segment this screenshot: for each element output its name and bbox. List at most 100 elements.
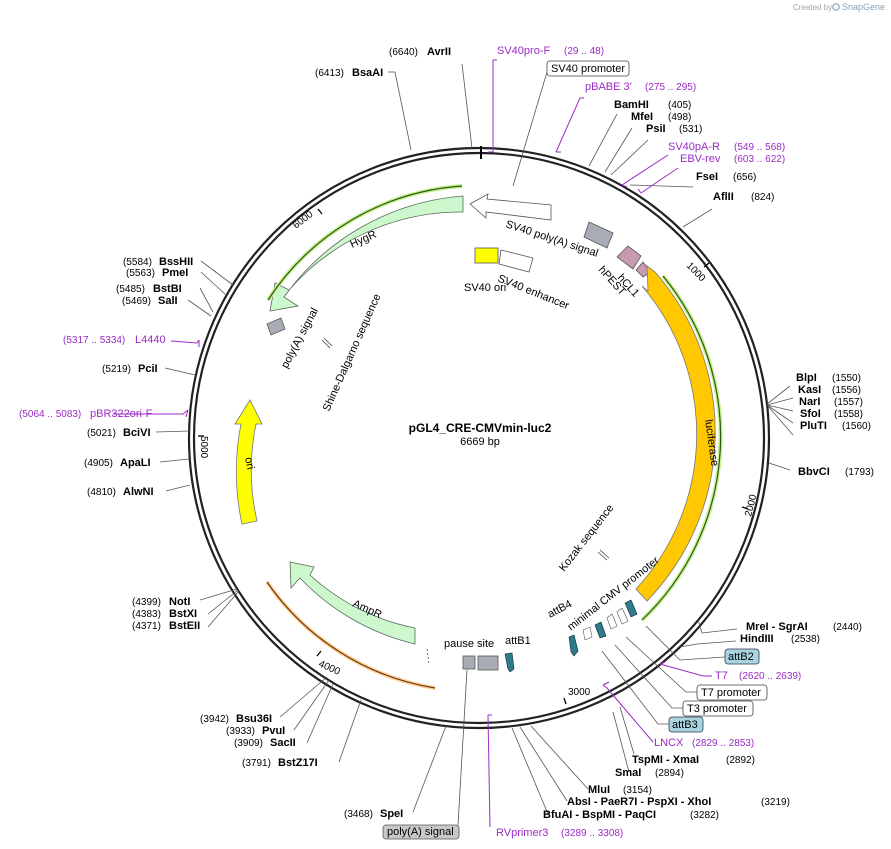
- site-name-pluti: PluTI: [800, 420, 827, 432]
- site-pos-bsu36i: (3942): [200, 714, 229, 725]
- backbone-inner: [192, 151, 766, 725]
- small-feature-1[interactable]: [582, 626, 593, 641]
- polya-box-left[interactable]: [266, 317, 286, 336]
- site-name-pvui: PvuI: [262, 725, 285, 737]
- t3-promoter-box[interactable]: [682, 700, 754, 717]
- snapgene-brand: SnapGene: [842, 2, 885, 12]
- tick-marks: [198, 208, 749, 705]
- polya-signal-box[interactable]: [382, 824, 460, 840]
- site-name-spei: SpeI: [380, 808, 403, 820]
- kozak-mark-1: [597, 551, 608, 561]
- hygr-arrow[interactable]: [269, 195, 464, 312]
- site-pos-sgrai: (2440): [833, 622, 862, 633]
- site-name-bsu36i: Bsu36I: [236, 713, 272, 725]
- t3-promoter-leader: [614, 644, 683, 709]
- site-pos-alwni: (4810): [87, 487, 116, 498]
- attb4-label: attB4: [546, 598, 574, 621]
- sv40-promoter-box[interactable]: [546, 60, 630, 77]
- sv40-enhancer-label: SV40 enhancer: [496, 273, 571, 313]
- sv40-ori-box[interactable]: [474, 247, 499, 264]
- site-pos-xhoi: (3219): [761, 797, 790, 808]
- site-pos-bsteii: (4371): [132, 621, 161, 632]
- pause-site-box[interactable]: [462, 655, 476, 670]
- site-name-blpi: BlpI: [796, 372, 817, 384]
- primer-range-ebv-rev: (603 .. 622): [734, 154, 785, 165]
- site-pos-smai: (2894): [655, 768, 684, 779]
- ori-arrow[interactable]: [234, 399, 263, 525]
- t7-promoter-box[interactable]: [696, 684, 768, 701]
- hcl1-arrow[interactable]: [616, 245, 642, 270]
- site-name-sacii: SacII: [270, 737, 296, 749]
- site-name-hindiii: HindIII: [740, 633, 774, 645]
- small-feature-2[interactable]: [594, 621, 607, 639]
- site-leader-lines: [155, 63, 794, 815]
- site-name-bstz17i: BstZ17I: [278, 757, 318, 769]
- ori-label: ori: [242, 456, 256, 470]
- sd-mark-2: [323, 337, 333, 347]
- sv40-enhancer-box[interactable]: [498, 249, 534, 273]
- primer-range-pbabe3: (275 .. 295): [645, 82, 696, 93]
- site-pos-pvui: (3933): [226, 726, 255, 737]
- sv40-polya-arrow[interactable]: [469, 193, 552, 221]
- attb1-arrow[interactable]: [504, 652, 515, 673]
- attb2-leader: [645, 625, 726, 661]
- tick-label-6000: 6000: [291, 209, 316, 232]
- primer-name-pbabe3: pBABE 3': [585, 81, 632, 93]
- luciferase-orf-line: [641, 275, 722, 621]
- site-name-noti: NotI: [169, 596, 190, 608]
- sd-mark-1: [321, 339, 331, 349]
- site-pos-kasi: (1556): [832, 385, 861, 396]
- site-name-alwni: AlwNI: [123, 486, 154, 498]
- site-name-apali: ApaLI: [120, 457, 151, 469]
- site-pos-nari: (1557): [834, 397, 863, 408]
- site-pos-apali: (4905): [84, 458, 113, 469]
- polya-signal-label: poly(A) signal: [279, 306, 321, 370]
- primer-range-lncx: (2829 .. 2853): [692, 738, 754, 749]
- attb2-box[interactable]: [724, 648, 760, 665]
- site-pos-aflii: (824): [751, 192, 774, 203]
- primer-name-sv40pro-f: SV40pro-F: [497, 45, 550, 57]
- site-pos-sfoi: (1558): [834, 409, 863, 420]
- attb3-box[interactable]: [668, 716, 704, 733]
- primer-range-pbr322ori-f: (5064 .. 5083): [19, 409, 81, 420]
- primer-range-rvprimer3: (3289 .. 3308): [561, 828, 623, 839]
- site-name-bsteii: BstEII: [169, 620, 200, 632]
- terminator-box-bottom[interactable]: [477, 655, 499, 671]
- kozak-label: Kozak sequence: [557, 502, 617, 573]
- primer-name-l4440: L4440: [135, 334, 166, 346]
- small-feature-4[interactable]: [616, 607, 629, 625]
- site-pos-bsshii: (5584): [123, 257, 152, 268]
- sv40-promoter-label: SV40 promoter: [551, 63, 625, 75]
- site-name-pcii: PciI: [138, 363, 158, 375]
- ampr-promoter-mark: [426, 648, 430, 665]
- ampr-orf-line: [266, 581, 436, 689]
- luciferase-arrow[interactable]: [635, 265, 716, 602]
- small-feature-3[interactable]: [606, 613, 618, 630]
- kozak-mark-2: [599, 549, 610, 559]
- site-name-mfei: MfeI: [631, 111, 653, 123]
- site-name-smai: SmaI: [615, 767, 641, 779]
- tick-label-3000: 3000: [568, 687, 591, 698]
- site-pos-bcivi: (5021): [87, 428, 116, 439]
- site-pos-bstbi: (5485): [116, 284, 145, 295]
- snapgene-logo-icon: [832, 3, 840, 11]
- site-pos-paqci: (3282): [690, 810, 719, 821]
- ampr-arrow[interactable]: [289, 561, 416, 645]
- primer-range-sv40pro-f: (29 .. 48): [564, 46, 604, 57]
- small-feature-5[interactable]: [624, 599, 638, 618]
- site-pos-noti: (4399): [132, 597, 161, 608]
- backbone-outer: [187, 146, 771, 730]
- primer-name-rvprimer3: RVprimer3: [496, 827, 548, 839]
- site-name-fsei: FseI: [696, 171, 718, 183]
- attb4-arrow[interactable]: [568, 634, 579, 657]
- site-pos-psii: (531): [679, 124, 702, 135]
- site-pos-pcii: (5219): [102, 364, 131, 375]
- site-name-bstbi: BstBI: [153, 283, 182, 295]
- site-name-bsaai: BsaAI: [352, 67, 383, 79]
- site-pos-mfei: (498): [668, 112, 691, 123]
- site-pos-fsei: (656): [733, 172, 756, 183]
- sv40-polya-label: SV40 poly(A) signal: [504, 218, 600, 259]
- terminator-box-top[interactable]: [583, 221, 614, 249]
- site-name-nari: NarI: [799, 396, 820, 408]
